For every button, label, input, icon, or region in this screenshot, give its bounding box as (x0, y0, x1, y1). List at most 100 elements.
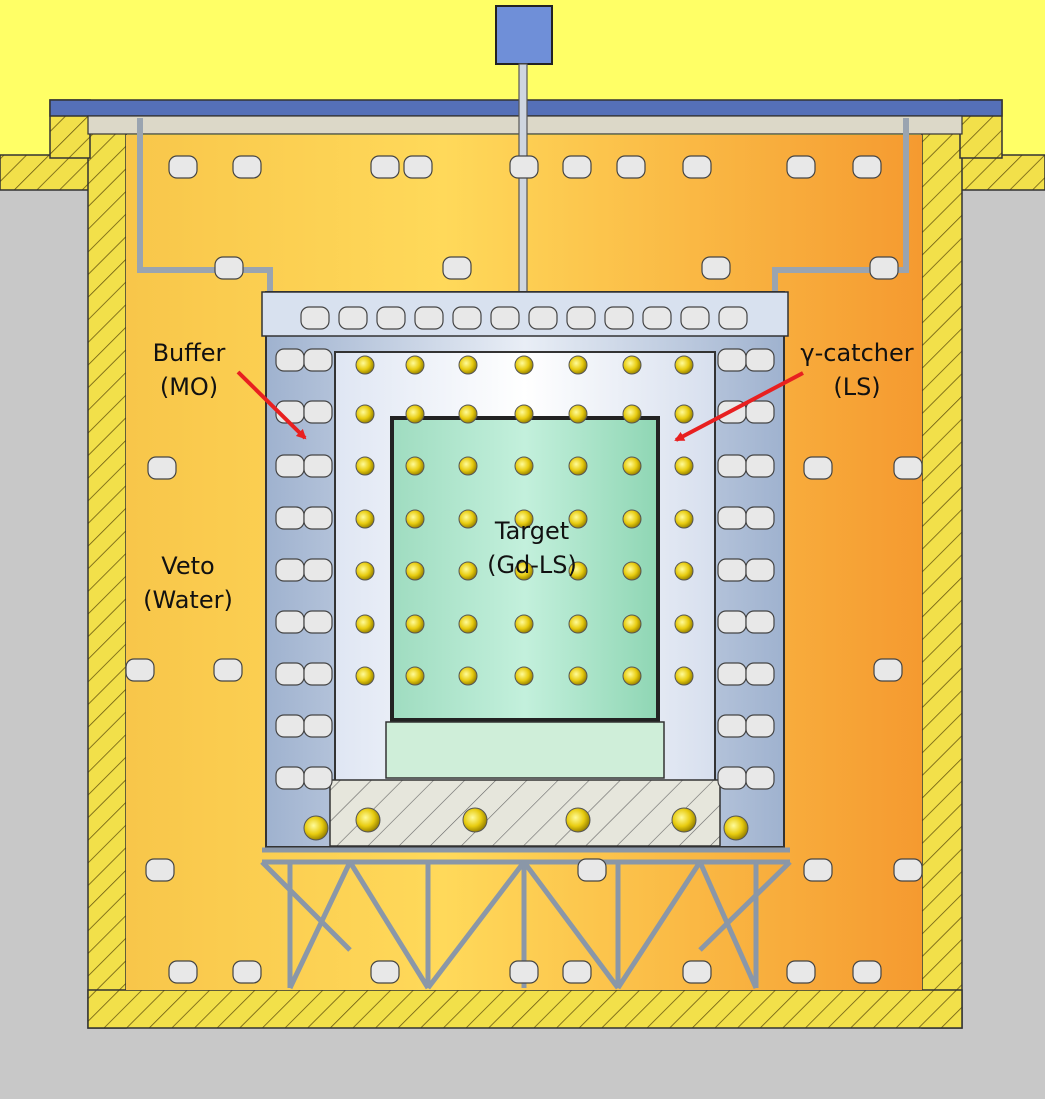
pmt-inner (355, 456, 375, 476)
pmt-veto (370, 155, 400, 179)
pmt-buffer-left (303, 610, 333, 634)
pmt-inner (674, 355, 694, 375)
pmt-inner (568, 666, 588, 686)
pmt-buffer-left (303, 714, 333, 738)
pmt-buffer-right (745, 558, 775, 582)
pmt-inner (622, 456, 642, 476)
pmt-veto (213, 658, 243, 682)
pmt-inner (458, 404, 478, 424)
pmt-buffer-right (745, 766, 775, 790)
pipe-left (137, 118, 273, 298)
pmt-buffer-left (275, 348, 305, 372)
target-label: Target (Gd-LS) (462, 514, 602, 582)
pmt-buffer-right (717, 662, 747, 686)
pmt-buffer-left (303, 400, 333, 424)
pmt-veto (168, 960, 198, 984)
pmt-veto (803, 858, 833, 882)
pmt-buffer-right (717, 506, 747, 530)
pmt-veto (893, 858, 923, 882)
pmt-inner (622, 404, 642, 424)
pmt-veto (893, 456, 923, 480)
veto-name: Veto (161, 552, 215, 580)
pmt-veto (370, 960, 400, 984)
pmt-buffer-left (303, 506, 333, 530)
pmt-array (125, 155, 923, 984)
pmt-buffer-right (745, 348, 775, 372)
pmt-inner (674, 614, 694, 634)
pmt-inner (458, 561, 478, 581)
pmt-veto (232, 960, 262, 984)
pmt-buffer-top (604, 306, 634, 330)
pmt-inner (458, 666, 478, 686)
pmt-buffer-right (717, 454, 747, 478)
pmt-inner (405, 666, 425, 686)
pmt-inner (568, 509, 588, 529)
gamma-catcher-arrow (674, 371, 804, 442)
pmt-buffer-bottom (462, 807, 488, 833)
pmt-inner (568, 561, 588, 581)
pmt-veto (786, 155, 816, 179)
pmt-inner (622, 509, 642, 529)
pmt-inner (355, 561, 375, 581)
pmt-veto (852, 960, 882, 984)
pmt-veto (509, 960, 539, 984)
pmt-veto (577, 858, 607, 882)
pmt-buffer-right (717, 766, 747, 790)
pmt-veto (616, 155, 646, 179)
pmt-inner (514, 614, 534, 634)
buffer-material: (MO) (159, 373, 219, 401)
pmt-inner (405, 509, 425, 529)
pmt-buffer-left (275, 558, 305, 582)
pmt-buffer-top (642, 306, 672, 330)
pmt-inner (568, 614, 588, 634)
pmt-buffer-left (275, 714, 305, 738)
pmt-buffer-top (338, 306, 368, 330)
pmt-buffer-bottom (303, 815, 329, 841)
gamma-catcher-label: γ-catcher (LS) (783, 336, 931, 404)
pmt-buffer-left (303, 662, 333, 686)
pit-wall-right (921, 117, 963, 1029)
buffer-label: Buffer (MO) (140, 336, 238, 404)
pmt-buffer-top (528, 306, 558, 330)
pmt-inner (568, 404, 588, 424)
pmt-buffer-top (414, 306, 444, 330)
buffer-arrow (236, 370, 307, 440)
pmt-veto (147, 456, 177, 480)
pmt-buffer-left (275, 454, 305, 478)
pmt-inner (355, 666, 375, 686)
pmt-inner (514, 666, 534, 686)
pit-floor (87, 989, 963, 1029)
pmt-buffer-right (717, 348, 747, 372)
pmt-inner (355, 404, 375, 424)
pit-wall-left (87, 117, 127, 1029)
pmt-inner (405, 561, 425, 581)
pmt-inner (458, 355, 478, 375)
pmt-buffer-left (303, 558, 333, 582)
pmt-inner (674, 509, 694, 529)
pmt-inner (622, 561, 642, 581)
pmt-buffer-top (680, 306, 710, 330)
pmt-buffer-right (745, 662, 775, 686)
pmt-inner (458, 456, 478, 476)
pmt-veto (509, 155, 539, 179)
pmt-buffer-right (745, 714, 775, 738)
pipe-right (772, 118, 909, 298)
gamma-catcher-name: γ-catcher (800, 339, 914, 367)
pmt-buffer-right (745, 454, 775, 478)
pmt-inner (405, 456, 425, 476)
pmt-buffer-right (745, 400, 775, 424)
gamma-catcher-material: (LS) (833, 373, 881, 401)
pmt-inner (568, 355, 588, 375)
target-bottom-support (385, 721, 665, 779)
pmt-buffer-left (275, 766, 305, 790)
pmt-inner (458, 509, 478, 529)
pmt-inner (405, 614, 425, 634)
pmt-buffer-right (717, 558, 747, 582)
right-ledge (959, 154, 1045, 191)
pmt-inner (674, 666, 694, 686)
pmt-buffer-left (275, 662, 305, 686)
pmt-buffer-top (490, 306, 520, 330)
pmt-inner (514, 561, 534, 581)
pmt-buffer-left (275, 610, 305, 634)
pmt-veto (803, 456, 833, 480)
